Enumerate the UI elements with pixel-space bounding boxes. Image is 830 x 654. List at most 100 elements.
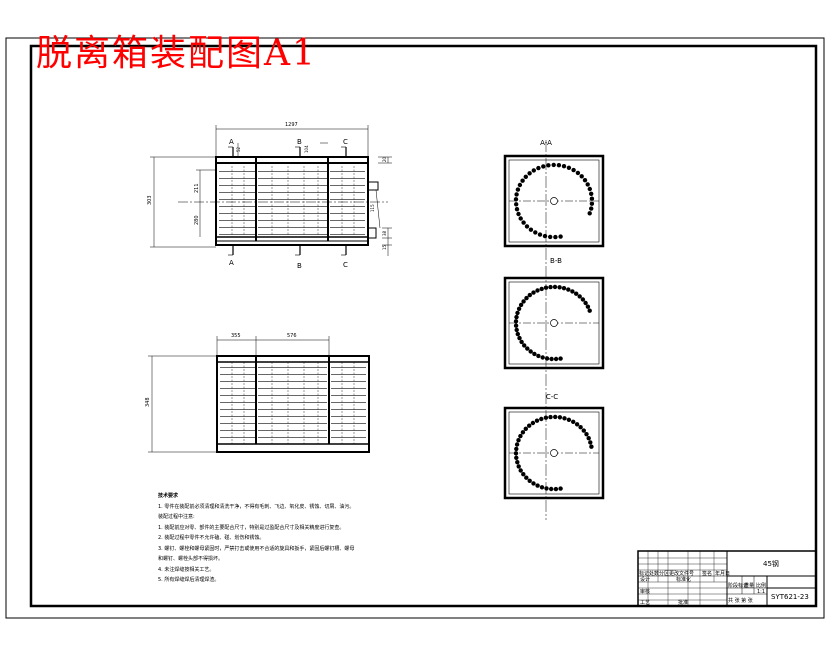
ring-dot xyxy=(558,486,563,491)
notes-line: 和螺钉、螺栓头部不得损坏。 xyxy=(158,556,224,562)
dim-lower-height: 280 xyxy=(194,215,200,225)
ring-dot xyxy=(552,284,558,290)
notes-line: 1. 装配前应对零、部件的主要配合尺寸，特别是过盈配合尺寸及相关精度进行复查。 xyxy=(158,524,345,531)
drawing-title: 脱离箱装配图A1 xyxy=(36,33,317,74)
tb-count: 处数 xyxy=(649,571,660,577)
ring-dot xyxy=(536,165,541,171)
notes-line: 1. 零件在装配前必须清理和清洗干净，不得有毛刺、飞边、氧化皮、锈蚀、切屑、油污… xyxy=(158,503,355,510)
ring-dot xyxy=(531,168,536,173)
ring-dot xyxy=(574,422,580,427)
tb-scale: 比例 xyxy=(756,583,767,589)
ring-dot xyxy=(549,356,554,362)
ring-dot xyxy=(520,430,526,435)
ring-dot xyxy=(589,196,595,201)
ring-dot xyxy=(535,483,540,488)
front-view: 1297 303 211 280 52 104 20 115 38 15 A B… xyxy=(147,122,392,270)
ring-dot xyxy=(580,297,586,302)
inner-border xyxy=(29,44,818,608)
ring-dot xyxy=(539,485,545,490)
dim-mid-width: 576 xyxy=(287,333,297,339)
ring-dot xyxy=(524,224,530,229)
ring-dot xyxy=(571,167,576,173)
tb-approve: 批准 xyxy=(678,600,689,606)
ring-dot xyxy=(578,425,583,430)
ring-dot xyxy=(523,426,528,431)
tb-weight: 重量 xyxy=(744,583,755,589)
ring-dot xyxy=(540,355,545,360)
ring-dot xyxy=(546,163,551,168)
ring-dot xyxy=(514,446,519,452)
ring-dot xyxy=(518,433,523,439)
ring-dot xyxy=(518,468,523,473)
ring-dot xyxy=(584,432,589,437)
dim-right-mid: 115 xyxy=(370,204,375,212)
ring-dot xyxy=(534,418,540,423)
tb-date: 年月日 xyxy=(715,571,731,577)
dim-top-mid: 104 xyxy=(304,145,309,153)
dim-right-bot: 15 xyxy=(382,244,387,250)
section-label-cc: C-C xyxy=(546,393,558,401)
ring-dot xyxy=(513,319,519,324)
notes-heading: 技术要求 xyxy=(158,493,179,499)
ring-dot xyxy=(553,234,558,240)
ring-dot xyxy=(583,300,588,306)
ring-dot xyxy=(527,292,532,298)
notes-line: 4. 未注焊缝按相关工艺。 xyxy=(158,566,215,573)
ring-dot xyxy=(553,356,559,362)
ring-dot xyxy=(515,310,520,316)
ring-dot xyxy=(516,306,522,311)
ring-dot xyxy=(521,299,526,304)
technical-notes: 技术要求 1. 零件在装配前必须清理和清洗干净，不得有毛刺、飞边、氧化皮、锈蚀、… xyxy=(158,491,354,586)
ring-dot xyxy=(571,419,576,424)
ring-dot xyxy=(521,220,526,225)
section-mark-top-c: C xyxy=(343,138,348,146)
ring-dot xyxy=(515,331,520,337)
tb-signature: 签名 xyxy=(702,571,713,577)
dim-overall-width: 1297 xyxy=(285,122,298,128)
ring-dot xyxy=(525,346,530,351)
material-label: 45钢 xyxy=(763,560,779,568)
ring-dot xyxy=(524,475,529,480)
tb-review: 审核 xyxy=(640,589,651,595)
section-label-aa: A-A xyxy=(540,139,552,147)
ring-dot xyxy=(548,234,553,240)
bottom-view: 355 576 348 xyxy=(145,333,370,453)
ring-dot xyxy=(587,186,592,192)
ring-dot xyxy=(539,286,544,292)
tb-mark: 标记 xyxy=(639,571,650,577)
ring-dot xyxy=(531,481,536,486)
tb-zone: 分区 xyxy=(659,571,670,577)
ring-dot xyxy=(516,438,521,443)
ring-dot xyxy=(535,288,540,293)
ring-dot xyxy=(575,170,581,176)
ring-dot xyxy=(566,165,572,170)
tb-change-doc: 更改文件号 xyxy=(669,571,695,577)
ring-dot xyxy=(566,417,572,422)
section-view xyxy=(503,276,605,370)
ring-dot xyxy=(517,335,522,341)
ring-dot xyxy=(514,314,519,320)
ring-dot xyxy=(515,187,521,192)
dim-inner-height: 211 xyxy=(194,183,200,193)
ring-dot xyxy=(587,308,592,313)
drawing-number: SYT621-23 xyxy=(771,593,809,601)
ring-dot xyxy=(513,197,519,202)
ring-dot xyxy=(522,343,527,348)
tb-process: 工艺 xyxy=(640,600,651,606)
ring-dot xyxy=(586,436,591,441)
ring-dot xyxy=(539,416,544,422)
ring-dot xyxy=(589,201,595,206)
ring-dot xyxy=(516,464,521,469)
ring-dot xyxy=(548,414,553,420)
dim-right-top: 20 xyxy=(382,156,387,162)
ring-dot xyxy=(527,478,532,483)
ring-dot xyxy=(528,227,534,232)
dim-top-small: 52 xyxy=(236,146,241,152)
ring-dot xyxy=(577,294,582,299)
ring-dot xyxy=(542,233,548,239)
ring-dot xyxy=(543,285,549,290)
ring-dot xyxy=(558,356,563,361)
ring-dot xyxy=(543,415,549,420)
ring-dot xyxy=(514,207,520,212)
ring-dot xyxy=(588,440,593,445)
